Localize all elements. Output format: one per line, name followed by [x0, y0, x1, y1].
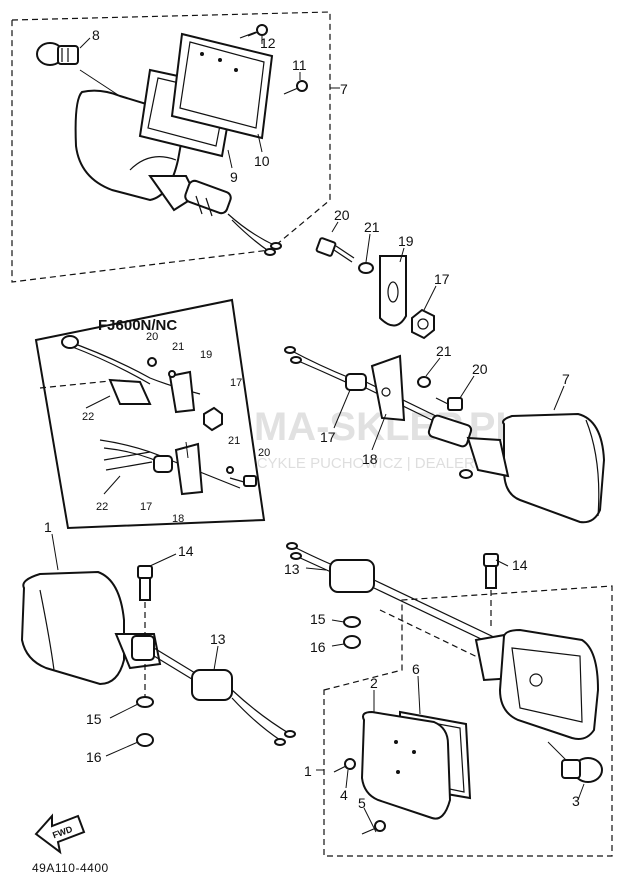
- watermark-tagline: MOTOCYKLE PUCHOWICZ | DEALER YAMAHA: [212, 455, 541, 472]
- part-label-12: 12: [260, 35, 276, 51]
- top-turn-signal-group: [11, 11, 340, 283]
- drawing-code: 49A110-4400: [32, 861, 109, 875]
- bulb-3: [561, 757, 603, 783]
- part-label-5: 5: [358, 795, 366, 811]
- middle-turn-signal-group: [284, 346, 606, 524]
- part-labels: 8 12 11 7 9 10 20 21 19 17 21 20 7 17 18…: [44, 27, 580, 811]
- fwd-arrow-badge: FWD: [34, 813, 86, 855]
- part-label-1-right: 1: [304, 763, 312, 779]
- part-label-17-inset-b: 17: [140, 501, 152, 513]
- screw-12: [239, 24, 268, 39]
- part-label-21-top: 21: [364, 219, 380, 235]
- part-label-21-inset-b: 21: [228, 435, 240, 447]
- part-label-8: 8: [92, 27, 100, 43]
- part-label-13-right: 13: [284, 561, 300, 577]
- nut-17-top: [411, 308, 435, 340]
- bolt-14-left: [137, 565, 153, 601]
- part-label-11: 11: [292, 57, 307, 73]
- part-label-20-inset-a: 20: [146, 331, 158, 343]
- leader-lines: [51, 36, 585, 833]
- part-label-14-left: 14: [178, 543, 194, 559]
- part-label-7-top: 7: [340, 81, 348, 97]
- inset-title: FJ600N/NC: [98, 317, 177, 334]
- part-label-22-inset-a: 22: [82, 411, 94, 423]
- part-label-17-top: 17: [434, 271, 450, 287]
- bracket-19-top: [379, 255, 407, 327]
- part-label-10: 10: [254, 153, 270, 169]
- part-label-16-right: 16: [310, 639, 326, 655]
- part-label-1-left: 1: [44, 519, 52, 535]
- part-label-20-top: 20: [334, 207, 350, 223]
- screw-11: [283, 80, 308, 95]
- lens-10: [170, 32, 274, 140]
- part-label-20-mid: 20: [472, 361, 488, 377]
- part-label-18-mid: 18: [362, 451, 378, 467]
- part-label-19-top: 19: [398, 233, 414, 249]
- bulb-8: [36, 42, 79, 66]
- part-label-13-left: 13: [210, 631, 226, 647]
- part-label-20-inset-b: 20: [258, 447, 270, 459]
- part-label-19-inset: 19: [200, 349, 212, 361]
- part-label-9: 9: [230, 169, 238, 185]
- lower-left-turn-signal: [20, 565, 296, 747]
- part-label-21-inset-a: 21: [172, 341, 184, 353]
- part-label-16-left: 16: [86, 749, 102, 765]
- screw-4: [333, 758, 356, 773]
- bolt-20-top: [315, 237, 355, 263]
- part-label-17-mid: 17: [320, 429, 336, 445]
- part-label-4: 4: [340, 787, 348, 803]
- signal-housing-7-top: [74, 89, 282, 256]
- part-label-21-mid: 21: [436, 343, 452, 359]
- top-mount-hardware: [315, 237, 435, 340]
- part-label-3: 3: [572, 793, 580, 809]
- part-label-22-inset-b: 22: [96, 501, 108, 513]
- part-label-15-left: 15: [86, 711, 102, 727]
- part-label-14-right: 14: [512, 557, 528, 573]
- fj600-inset: FJ600N/NC: [34, 298, 266, 530]
- part-label-17-inset-a: 17: [230, 377, 242, 389]
- bolt-14-right: [483, 553, 499, 589]
- fwd-arrow-icon: [34, 813, 86, 855]
- lower-right-turn-signal: [286, 542, 613, 857]
- part-label-15-right: 15: [310, 611, 326, 627]
- part-label-6: 6: [412, 661, 420, 677]
- screw-5: [361, 820, 386, 835]
- washer-21-top: [358, 262, 374, 274]
- part-label-2: 2: [370, 675, 378, 691]
- part-label-18-inset: 18: [172, 513, 184, 525]
- part-label-7-mid: 7: [562, 371, 570, 387]
